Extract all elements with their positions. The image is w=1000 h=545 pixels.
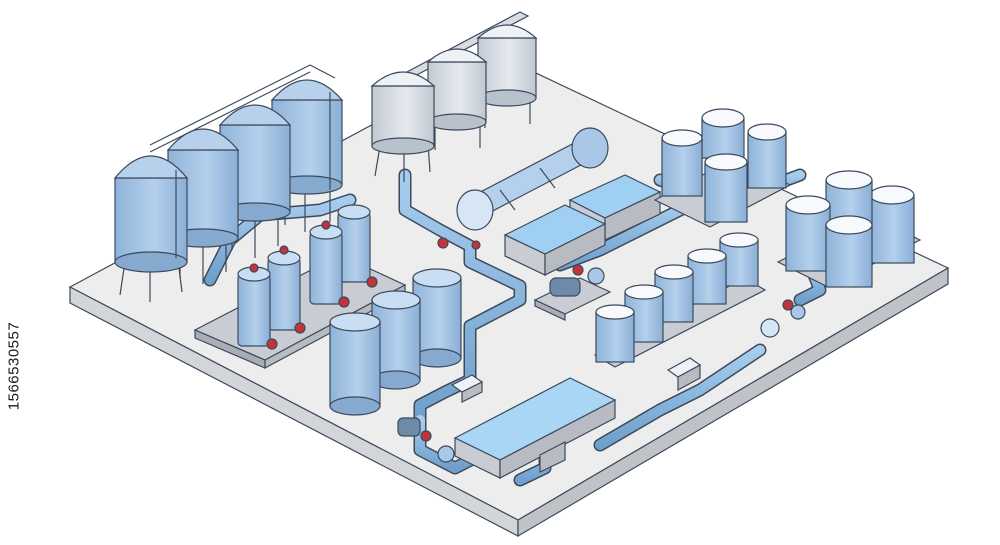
large-silo (113, 155, 189, 302)
grey-silo (476, 24, 538, 128)
filter-tank (237, 263, 278, 350)
chemical-tank (719, 232, 759, 287)
chemical-tank (687, 248, 727, 305)
horizontal-tank (456, 127, 609, 231)
chemical-tank-group (593, 232, 767, 368)
filter-tank (337, 204, 378, 288)
storage-cylinder-group (329, 268, 462, 416)
grey-silo (426, 48, 488, 150)
catwalk (149, 64, 336, 153)
basin (503, 204, 607, 276)
pump-station (533, 264, 612, 321)
sedimentation-basin-group (503, 174, 662, 276)
large-silo-group (113, 64, 344, 302)
dosing-tank (701, 108, 745, 159)
stock-image-id: 1566530557 (2, 296, 26, 436)
valve (471, 240, 481, 250)
storage-cylinder (371, 290, 421, 390)
storage-cylinder (412, 268, 462, 368)
control-panel (450, 374, 484, 403)
storage-cylinder (329, 312, 381, 416)
dosing-tank (661, 129, 703, 197)
large-silo (166, 128, 240, 284)
filter-tank (267, 245, 306, 334)
valve (437, 237, 449, 249)
reservoir-tank (825, 215, 873, 288)
dosing-tank (704, 153, 748, 223)
dosing-tank (747, 123, 787, 189)
stock-image-id-text: 1566530557 (5, 321, 23, 411)
chemical-tank (595, 304, 635, 363)
grey-silo (370, 71, 436, 182)
reservoir-tank (869, 185, 915, 264)
clear-water-basin (453, 377, 617, 479)
flow-meter (666, 304, 806, 392)
reservoir-tank-cluster (776, 170, 922, 288)
grey-silo-group (370, 11, 538, 182)
dosing-tank-cluster (653, 108, 792, 228)
pump-station (397, 417, 455, 463)
reservoir-tank (785, 195, 831, 272)
filter-tank (309, 220, 350, 308)
valve (782, 299, 794, 311)
